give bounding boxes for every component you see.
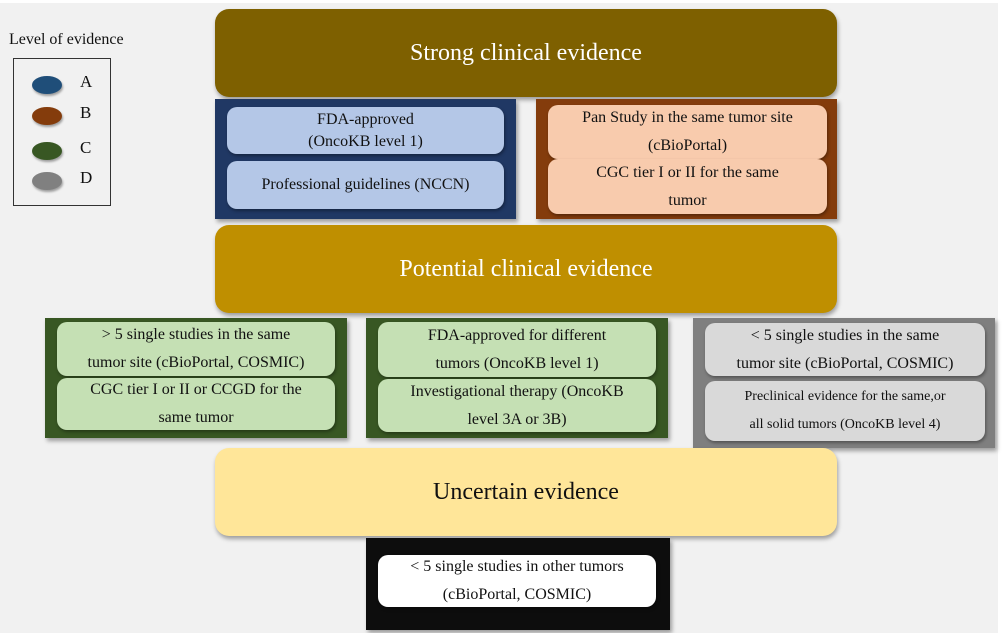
tier-label: Uncertain evidence [433, 478, 619, 505]
card-line: tumor site (cBioPortal, COSMIC) [87, 354, 305, 371]
evidence-card: Preclinical evidence for the same,or all… [705, 381, 985, 441]
legend-item-a: A [14, 71, 110, 95]
evidence-card: FDA-approved (OncoKB level 1) [227, 107, 504, 154]
evidence-card: < 5 single studies in the same tumor sit… [705, 323, 985, 376]
legend-label: B [80, 103, 92, 122]
ellipse-icon [32, 142, 62, 160]
legend-item-c: C [14, 137, 110, 161]
card-line: (OncoKB level 1) [308, 132, 423, 150]
card-line: tumor [668, 191, 707, 209]
group-potential-level-c: > 5 single studies in the same tumor sit… [45, 318, 347, 438]
card-line: (cBioPortal) [647, 137, 728, 154]
group-potential-level-d: < 5 single studies in the same tumor sit… [693, 318, 995, 448]
tier-label: Strong clinical evidence [410, 39, 642, 66]
card-line: FDA-approved for different [427, 326, 607, 344]
tier-uncertain-evidence: Uncertain evidence [215, 448, 837, 536]
legend-item-b: B [14, 102, 110, 126]
card-line: < 5 single studies in the same [750, 326, 940, 344]
card-line: same tumor [158, 409, 234, 426]
card-line: Pan Study in the same tumor site [582, 109, 793, 126]
card-line: FDA-approved [317, 110, 414, 128]
tier-label: Potential clinical evidence [399, 255, 653, 282]
tier-strong-clinical-evidence: Strong clinical evidence [215, 9, 837, 97]
legend-label: A [80, 72, 93, 91]
evidence-card: FDA-approved for different tumors (OncoK… [378, 322, 656, 377]
card-line: tumors (OncoKB level 1) [435, 354, 599, 372]
card-line: all solid tumors (OncoKB level 4) [749, 417, 941, 432]
card-line: > 5 single studies in the same [101, 326, 291, 343]
group-potential-level-c-therapy: FDA-approved for different tumors (OncoK… [366, 318, 668, 438]
card-line: CGC tier I or II for the same [596, 163, 779, 181]
group-strong-level-b: Pan Study in the same tumor site (cBioPo… [536, 99, 837, 219]
evidence-card: CGC tier I or II or CCGD for the same tu… [57, 378, 335, 430]
evidence-card: < 5 single studies in other tumors (cBio… [378, 555, 656, 607]
evidence-card: Investigational therapy (OncoKB level 3A… [378, 379, 656, 432]
card-line: Professional guidelines (NCCN) [261, 176, 470, 193]
legend-label: C [80, 138, 92, 157]
card-line: < 5 single studies in other tumors [410, 558, 624, 575]
legend-title: Level of evidence [9, 31, 124, 48]
legend-label: D [80, 168, 93, 187]
ellipse-icon [32, 107, 62, 125]
card-line: Investigational therapy (OncoKB [410, 382, 624, 400]
legend-item-d: D [14, 167, 110, 191]
ellipse-icon [32, 172, 62, 190]
card-line: tumor site (cBioPortal, COSMIC) [736, 354, 954, 372]
card-line: level 3A or 3B) [467, 410, 567, 428]
card-line: CGC tier I or II or CCGD for the [90, 381, 302, 398]
card-line: (cBioPortal, COSMIC) [442, 586, 592, 603]
tier-potential-clinical-evidence: Potential clinical evidence [215, 225, 837, 313]
ellipse-icon [32, 76, 62, 94]
evidence-card: > 5 single studies in the same tumor sit… [57, 322, 335, 376]
evidence-card: Professional guidelines (NCCN) [227, 161, 504, 209]
evidence-card: Pan Study in the same tumor site (cBioPo… [548, 105, 827, 159]
group-strong-level-a: FDA-approved (OncoKB level 1) Profession… [215, 99, 516, 219]
legend: A B C D [13, 58, 111, 206]
card-line: Preclinical evidence for the same,or [744, 389, 946, 404]
group-uncertain: < 5 single studies in other tumors (cBio… [366, 538, 670, 630]
evidence-card: CGC tier I or II for the same tumor [548, 159, 827, 214]
